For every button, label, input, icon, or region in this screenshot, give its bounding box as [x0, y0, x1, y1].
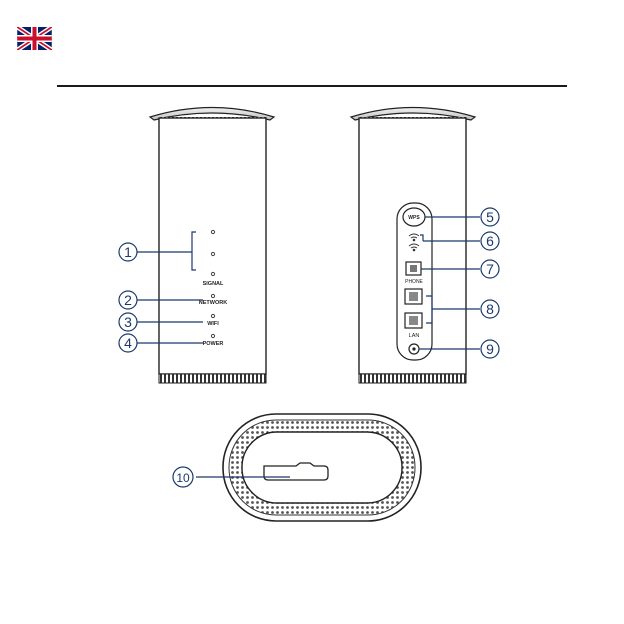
svg-text:9: 9	[486, 341, 494, 357]
callout-9: 9	[481, 340, 499, 358]
lan-label: LAN	[409, 333, 420, 339]
router-bottom-view	[223, 414, 421, 521]
svg-text:5: 5	[486, 209, 494, 225]
signal-label: SIGNAL	[203, 281, 224, 287]
callout-8: 8	[481, 300, 499, 318]
callout-1: 1	[119, 243, 137, 261]
power-label: POWER	[203, 341, 224, 347]
svg-text:7: 7	[486, 261, 494, 277]
svg-text:8: 8	[486, 301, 494, 317]
router-front-view: SIGNAL NETWORK WIFI POWER	[150, 108, 274, 384]
svg-text:4: 4	[124, 335, 132, 351]
back-bottom-vent	[359, 374, 466, 383]
router-back-view: WPS PHONE LAN	[351, 108, 475, 384]
phone-label: PHONE	[405, 279, 423, 285]
wifi-label: WIFI	[207, 321, 219, 327]
callout-10: 10	[173, 467, 193, 487]
svg-text:10: 10	[176, 471, 190, 485]
callout-5: 5	[481, 208, 499, 226]
svg-text:3: 3	[124, 314, 132, 330]
callout-7: 7	[481, 260, 499, 278]
callout-4: 4	[119, 334, 137, 352]
svg-text:2: 2	[124, 292, 132, 308]
svg-text:6: 6	[486, 233, 494, 249]
network-label: NETWORK	[199, 300, 227, 306]
callout-3: 3	[119, 313, 137, 331]
callout-6: 6	[481, 232, 499, 250]
front-body	[159, 118, 266, 374]
front-bottom-vent	[159, 374, 266, 383]
svg-text:1: 1	[124, 244, 132, 260]
wps-label: WPS	[408, 215, 420, 221]
callout-2: 2	[119, 291, 137, 309]
